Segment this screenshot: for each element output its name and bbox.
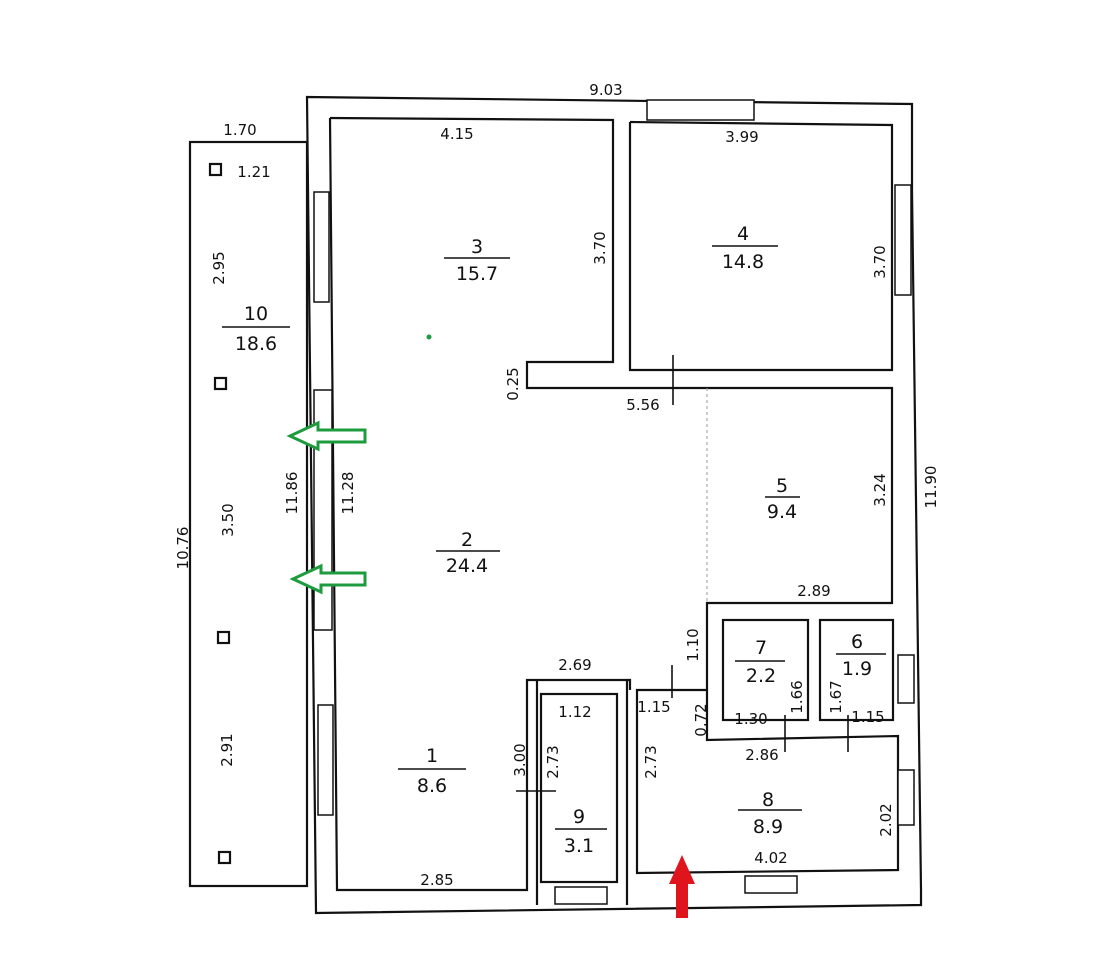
entrance-arrow-red xyxy=(669,855,695,918)
dimension-label: 0.72 xyxy=(692,703,710,736)
dimension-label: 4.15 xyxy=(440,125,473,143)
room-number: 7 xyxy=(755,637,767,659)
dimension-label: 4.02 xyxy=(754,849,787,867)
window xyxy=(646,99,755,121)
balcony-post xyxy=(216,630,231,645)
dimension-label: 1.15 xyxy=(637,698,670,716)
window xyxy=(897,769,915,826)
window xyxy=(554,886,608,905)
room-label-3: 3 15.7 xyxy=(444,236,510,285)
room-area: 1.9 xyxy=(842,658,872,680)
window xyxy=(897,654,915,704)
window xyxy=(317,704,334,816)
room-number: 3 xyxy=(471,236,483,258)
dimension-label: 1.70 xyxy=(223,121,256,139)
entrance-arrow-green-upper xyxy=(286,420,367,452)
room-label-1: 1 8.6 xyxy=(398,745,466,797)
dimensions: 9.03 1.70 4.15 3.99 1.21 5.56 2.89 2.69 … xyxy=(174,81,940,889)
room-label-8: 8 8.9 xyxy=(738,789,802,838)
balcony-post xyxy=(217,850,232,865)
window xyxy=(894,184,912,296)
wall xyxy=(818,618,895,722)
room-area: 15.7 xyxy=(456,263,498,285)
dimension-label: 3.24 xyxy=(871,473,889,506)
dimension-label: 1.66 xyxy=(788,680,806,713)
room-label-6: 6 1.9 xyxy=(836,631,886,680)
dimension-label: 2.86 xyxy=(745,746,778,764)
dimension-label: 1.30 xyxy=(734,710,767,728)
room-area: 14.8 xyxy=(722,251,764,273)
room-label-7: 7 2.2 xyxy=(735,637,785,687)
room-area: 3.1 xyxy=(564,835,594,857)
room-number: 1 xyxy=(426,745,438,767)
dimension-label: 3.50 xyxy=(219,503,237,536)
room-number: 2 xyxy=(461,529,473,551)
room-area: 8.9 xyxy=(753,816,783,838)
room-number: 9 xyxy=(573,806,585,828)
dimension-label: 2.95 xyxy=(210,251,228,284)
dimension-label: 2.89 xyxy=(797,582,830,600)
room-area: 9.4 xyxy=(767,501,797,523)
outer-wall xyxy=(305,95,923,915)
dimension-label: 1.12 xyxy=(558,703,591,721)
balcony-post xyxy=(213,376,228,391)
wall xyxy=(635,386,900,875)
dimension-label: 11.86 xyxy=(283,472,301,515)
room-area: 8.6 xyxy=(417,775,447,797)
dimension-label: 3.70 xyxy=(591,231,609,264)
marker-dot xyxy=(426,334,432,340)
window xyxy=(313,191,330,303)
wall xyxy=(328,117,632,892)
dimension-label: 3.99 xyxy=(725,128,758,146)
room-label-2: 2 24.4 xyxy=(436,529,500,577)
dimension-label: 11.28 xyxy=(339,472,357,515)
dimension-label: 1.21 xyxy=(237,163,270,181)
dimension-label: 3.70 xyxy=(871,245,889,278)
room-number: 8 xyxy=(762,789,774,811)
dimension-label: 1.10 xyxy=(684,628,702,661)
wall xyxy=(721,618,810,722)
dimension-label: 2.91 xyxy=(218,733,236,766)
room-number: 6 xyxy=(851,631,863,653)
dimension-label: 3.00 xyxy=(511,743,529,776)
dimension-label: 2.85 xyxy=(420,871,453,889)
dimension-label: 2.69 xyxy=(558,656,591,674)
room-area: 2.2 xyxy=(746,665,776,687)
wall xyxy=(628,120,894,372)
room-label-9: 9 3.1 xyxy=(555,806,607,857)
dimension-label: 2.02 xyxy=(877,803,895,836)
dimension-label: 9.03 xyxy=(589,81,622,99)
room-area: 18.6 xyxy=(235,333,277,355)
window xyxy=(744,875,798,894)
dimension-label: 10.76 xyxy=(174,527,192,570)
room-label-5: 5 9.4 xyxy=(765,475,800,523)
room-number: 10 xyxy=(244,303,268,325)
wall xyxy=(539,692,619,884)
room-number: 4 xyxy=(737,223,749,245)
wall xyxy=(329,116,707,390)
room-label-10: 10 18.6 xyxy=(222,303,290,355)
room-number: 5 xyxy=(776,475,788,497)
room-area: 24.4 xyxy=(446,555,488,577)
dimension-label: 1.15 xyxy=(851,708,884,726)
dimension-label: 0.25 xyxy=(504,367,522,400)
dimension-label: 2.73 xyxy=(642,745,660,778)
balcony-post xyxy=(208,162,223,177)
room-label-4: 4 14.8 xyxy=(712,223,778,273)
dimension-label: 11.90 xyxy=(922,466,940,509)
dimension-label: 1.67 xyxy=(827,680,845,713)
entrance-arrow-green-lower xyxy=(289,563,367,595)
dimension-label: 5.56 xyxy=(626,396,659,414)
balcony-outline xyxy=(188,140,309,888)
dimension-label: 2.73 xyxy=(544,745,562,778)
